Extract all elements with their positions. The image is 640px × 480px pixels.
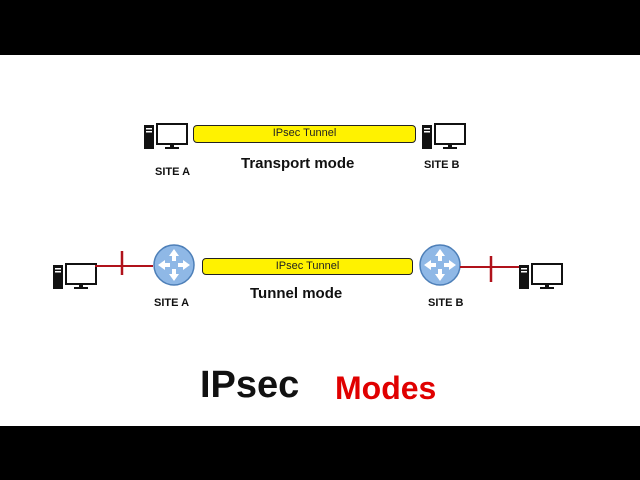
router-icon <box>153 244 195 286</box>
title-main: IPsec <box>200 364 300 406</box>
diagram-canvas: IPsec Tunnel SITE A Transport mode SITE … <box>0 55 640 426</box>
tunnel-mode-label: Tunnel mode <box>250 285 343 302</box>
site-a-label: SITE A <box>154 297 190 309</box>
computer-icon <box>144 123 188 149</box>
tunnel-label: IPsec Tunnel <box>275 260 340 272</box>
site-a-label: SITE A <box>155 166 191 178</box>
lan-link-right <box>460 256 520 282</box>
ipsec-tunnel-tunnel-mode: IPsec Tunnel <box>202 258 413 275</box>
ipsec-tunnel-transport: IPsec Tunnel <box>193 125 416 143</box>
title-accent: Modes <box>335 370 437 406</box>
bottom-letterbox <box>0 426 640 480</box>
computer-icon <box>519 263 563 289</box>
lan-link-left <box>95 251 153 275</box>
computer-icon <box>53 263 97 289</box>
site-b-label: SITE B <box>428 297 464 309</box>
transport-mode-label: Transport mode <box>241 155 355 172</box>
site-b-label: SITE B <box>424 159 460 171</box>
top-letterbox <box>0 0 640 55</box>
computer-icon <box>422 123 466 149</box>
router-icon <box>419 244 461 286</box>
tunnel-label: IPsec Tunnel <box>272 127 337 139</box>
